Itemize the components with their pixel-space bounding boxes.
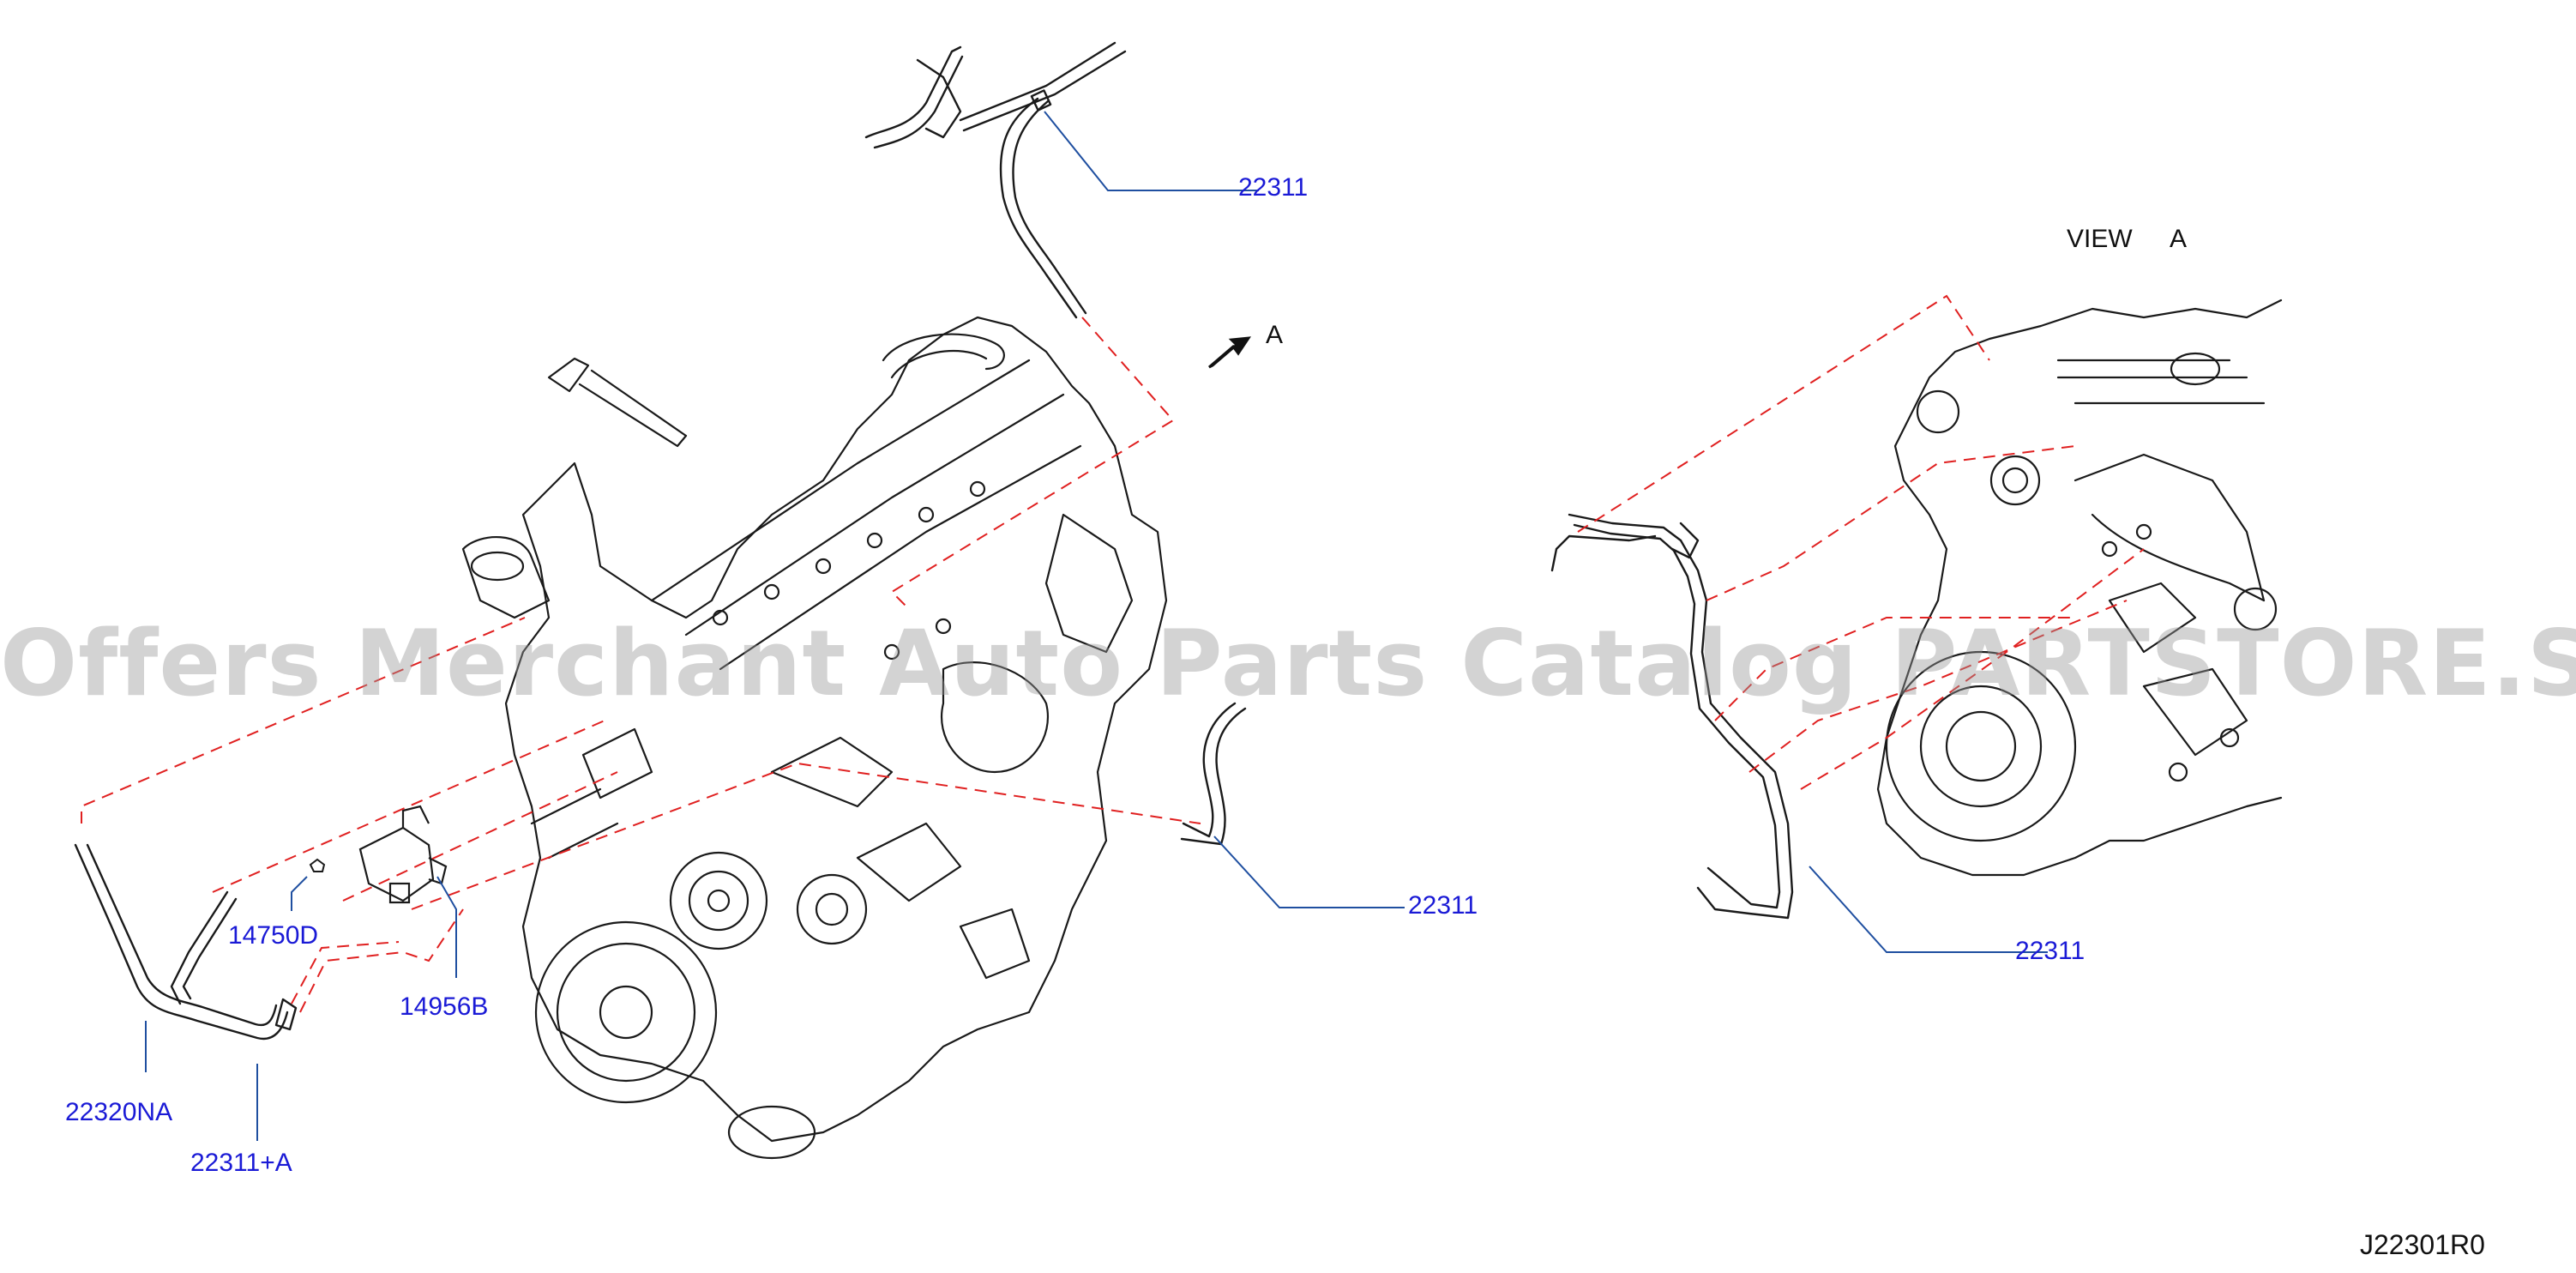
lower-left-hoses: [74, 843, 298, 1041]
callout-22311-view-a[interactable]: 22311: [2015, 937, 2085, 965]
callout-22311-right[interactable]: 22311: [1408, 891, 1478, 920]
diagram-code: J22301R0: [2360, 1229, 2485, 1260]
view-a-arrow-icon: [1208, 336, 1252, 369]
watermark: Offers Merchant Auto Parts Catalog PARTS…: [0, 611, 2576, 716]
callout-14956B[interactable]: 14956B: [400, 992, 489, 1021]
callout-22311-plus-a[interactable]: 22311+A: [190, 1149, 292, 1177]
solenoid-valve-drawing: [358, 805, 448, 904]
view-a-title-letter: A: [2170, 225, 2188, 253]
view-a-marker: A: [1266, 321, 1284, 349]
left-engine-drawing: [461, 316, 1168, 1160]
callout-22320NA[interactable]: 22320NA: [65, 1098, 173, 1126]
dashed-reference-lines: [81, 294, 2145, 1013]
bolt-14750D-drawing: [309, 858, 326, 872]
callout-22311-top[interactable]: 22311: [1238, 173, 1309, 202]
view-a-title-word: VIEW: [2067, 225, 2133, 253]
callout-14750D[interactable]: 14750D: [228, 921, 319, 950]
top-hose-22311: [864, 41, 1127, 319]
right-hose-22311: [1180, 702, 1247, 846]
view-a-engine-drawing: [1876, 299, 2283, 877]
callout-leader-lines: [145, 111, 2048, 1141]
view-a-hose-22311: [1550, 513, 1794, 920]
